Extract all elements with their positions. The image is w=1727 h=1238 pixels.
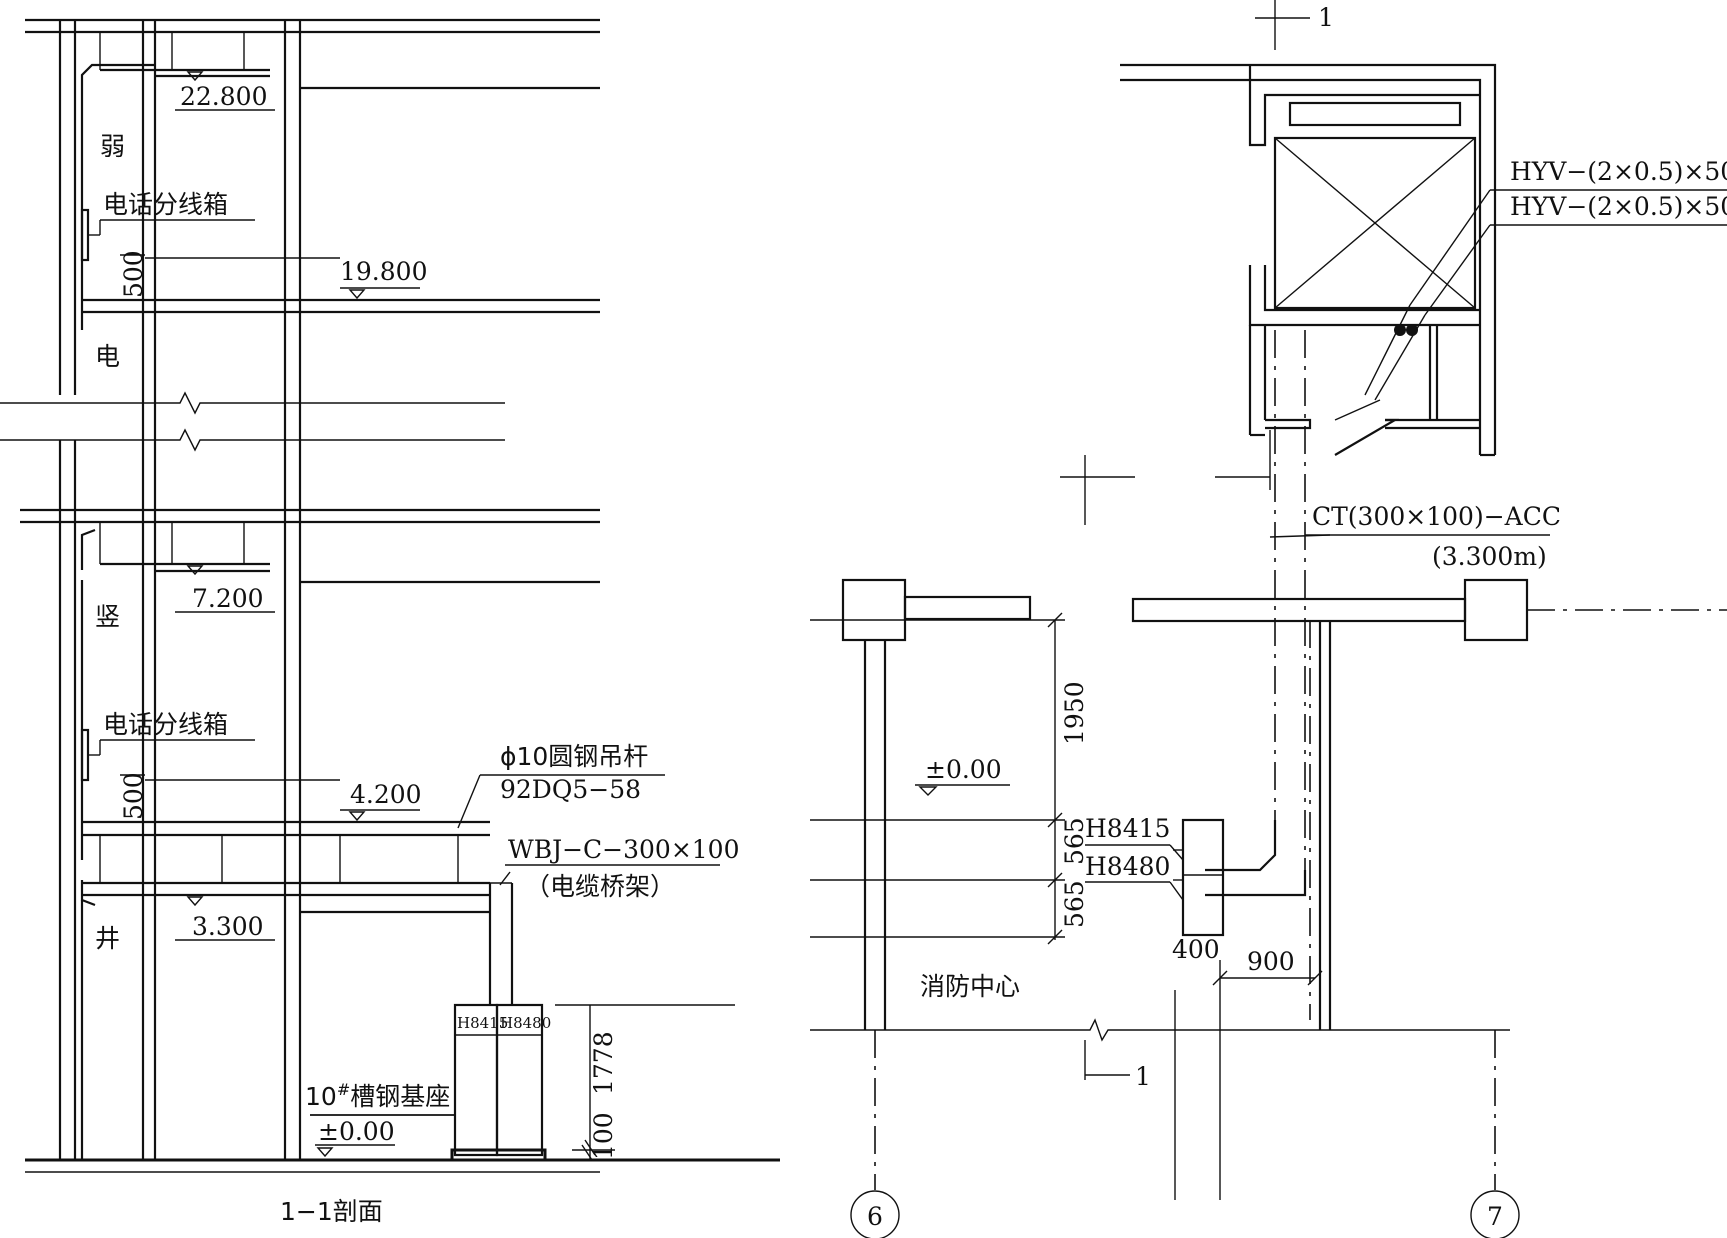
dim-1778: 1778 [589,1031,618,1095]
dim-500-upper: 500 [119,250,148,298]
cabinet-label-h8415: H8415 [457,1014,508,1032]
tray-plan-label: CT(300×100)−ACC [1312,502,1561,531]
cable-spec-2: HYV−(2×0.5)×50 [1510,192,1727,221]
room-label-fire-center: 消防中心 [920,972,1020,1001]
elevation-marker [918,786,938,796]
cable-tray-3300 [82,820,514,1005]
dim-565-lower: 565 [1060,880,1089,928]
axis-lines [850,1030,1520,1238]
cable-tray-label: （电缆桥架） [525,872,675,901]
axis-label-6: 6 [867,1202,883,1231]
section-caption: 1−1剖面 [280,1197,383,1226]
tray-run [1205,330,1311,1020]
cable-entry-dot [1406,324,1418,336]
cable-leaders [1334,189,1727,456]
shaft-walls [58,20,302,1160]
cabinets-plan [1173,818,1225,937]
dim-400: 400 [1172,935,1220,964]
floor-slabs [20,18,780,1173]
cable-tray-spec: WBJ−C−300×100 [508,835,740,864]
shaft-room-walls [1120,63,1497,457]
phone-box-lower [80,728,340,823]
elevation-7200: 7.200 [192,584,264,613]
cut-mark-top-label: 1 [1318,3,1334,32]
phone-box-upper [80,208,340,301]
shaft-char-3: 竖 [95,602,120,631]
shaft-equipment-box [1273,101,1477,310]
cabinets-section [450,1003,547,1162]
dim-1778-100 [555,1004,735,1161]
plan-walls [810,620,1510,1042]
plan-view: 1 [810,0,1727,1238]
cut-mark-mid [1060,455,1270,525]
elevation-4200: 4.200 [350,780,422,809]
axis-label-7: 7 [1487,1202,1503,1231]
beams [903,595,1727,623]
dim-565-upper: 565 [1060,817,1089,865]
elevation-3300: 3.300 [192,912,264,941]
axis-bubble-6 [850,1190,900,1238]
dim-chain-vertical [810,612,1065,945]
elevation-19800: 19.800 [340,257,427,286]
hanger-rod-label: ϕ10圆钢吊杆 [500,742,648,771]
phone-box-label-lower: 电话分线箱 [103,710,228,739]
cut-mark-bottom [1084,1040,1130,1080]
section-1-1: 弱 电 竖 井 22.800 19.800 7.200 4.200 3.300 … [0,18,780,1226]
phone-box-label-upper: 电话分线箱 [103,190,228,219]
elevation-22800: 22.800 [180,82,267,111]
cable-entry-dot [1394,324,1406,336]
shaft-char-4: 井 [95,924,120,953]
columns [841,578,1529,642]
tray-plan-height: (3.300m) [1432,542,1547,571]
plan-cabinet-h8415: H8415 [1085,814,1170,843]
elevation-markers [175,71,420,1158]
hanger-rod-spec: 92DQ5−58 [500,775,641,804]
dim-900-label: 900 [1247,947,1295,976]
cabinet-label-h8480: H8480 [500,1014,551,1032]
dim-100: 100 [589,1112,618,1160]
plan-elevation: ±0.00 [925,755,1002,784]
upper-tray-hangers [99,32,270,573]
dim-900 [1174,960,1323,1200]
channel-steel-base-label: 10#槽钢基座 [305,1080,450,1111]
plan-cabinet-h8480: H8480 [1085,852,1170,881]
axis-bubble-7 [1470,1190,1520,1238]
note-leaders [310,774,720,1116]
shaft-char-1: 弱 [100,132,125,161]
cable-spec-1: HYV−(2×0.5)×50 [1510,157,1727,186]
cut-mark-bottom-label: 1 [1135,1062,1151,1091]
cut-mark-top [1255,0,1310,50]
dim-500-lower: 500 [119,772,148,820]
elevation-0: ±0.00 [318,1117,395,1146]
shaft-char-2: 电 [95,342,120,371]
break-lines [0,391,505,452]
dim-1950: 1950 [1060,681,1089,745]
